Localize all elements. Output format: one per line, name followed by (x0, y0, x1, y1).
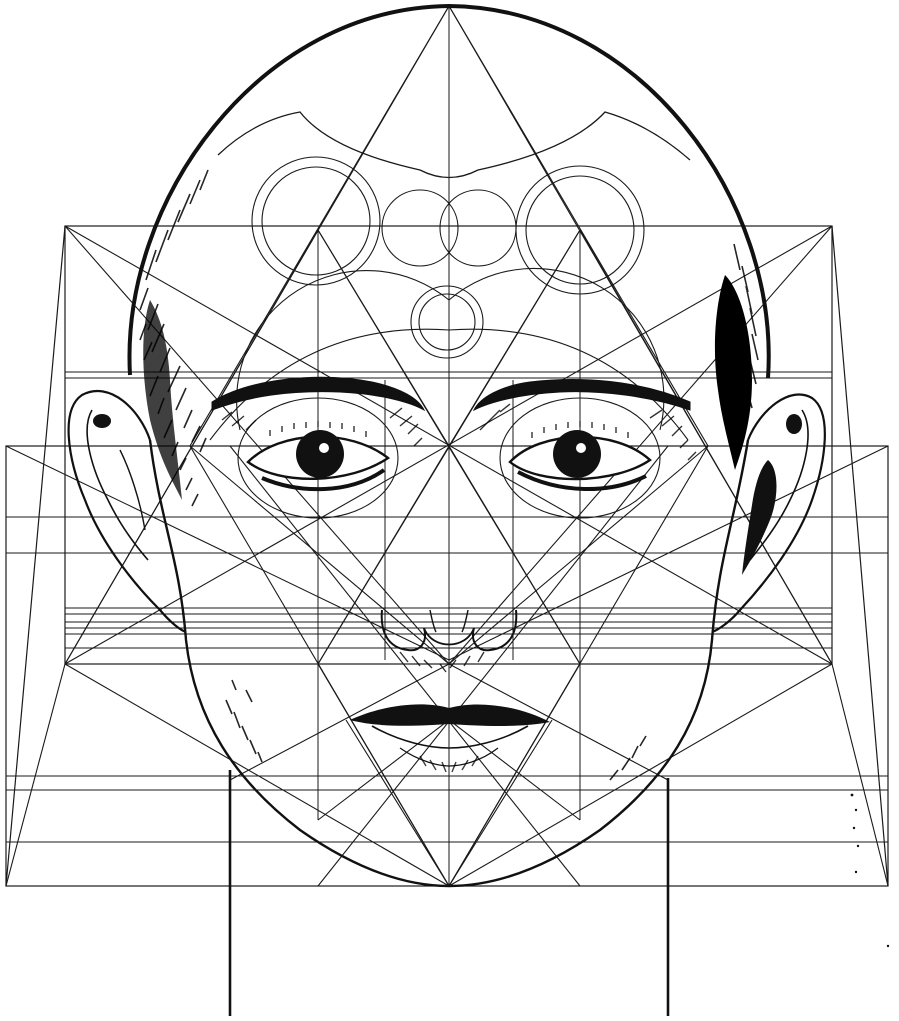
stipple-marks (851, 794, 890, 948)
eye-icon (553, 430, 601, 478)
hair-dark-patch-left (143, 300, 182, 500)
mouth-icon (350, 704, 550, 726)
forehead-cap (218, 112, 690, 178)
left-eye (248, 421, 388, 489)
right-flare-line (832, 226, 888, 886)
mouth (350, 704, 550, 766)
hair-dark-patch-right (715, 275, 752, 470)
left-flare-line (6, 226, 65, 886)
construction-rectangles (6, 226, 888, 886)
nose-shading (400, 652, 484, 672)
eye-icon (296, 430, 344, 478)
right-eyebrow (474, 379, 690, 410)
right-eye (510, 421, 650, 489)
